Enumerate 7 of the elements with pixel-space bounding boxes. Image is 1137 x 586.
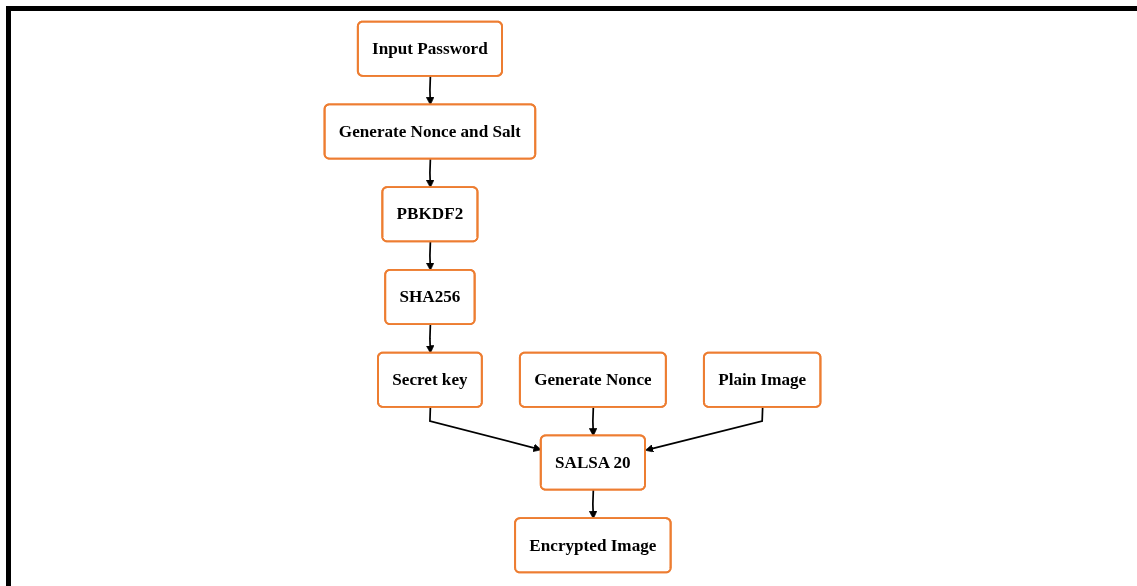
arrow [425,240,435,271]
arrow [425,323,435,354]
arrow [588,489,598,519]
arrow [425,75,435,106]
arrow [425,158,435,188]
arrow [588,406,598,437]
arrow [645,406,764,453]
